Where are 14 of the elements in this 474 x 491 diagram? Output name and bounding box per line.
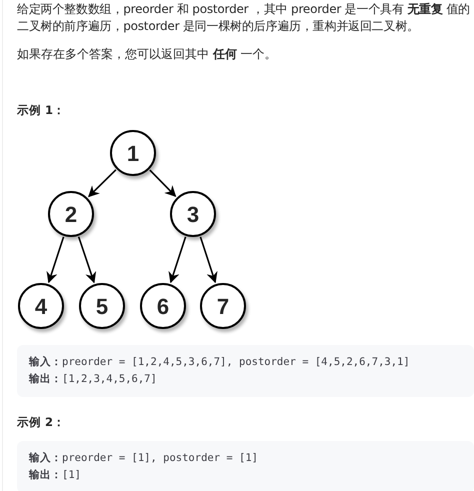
- output-line: 输出：[1]: [29, 468, 82, 483]
- arrow: [78, 236, 96, 284]
- section-heading: 示例 1：: [17, 102, 66, 119]
- arrow: [149, 170, 176, 197]
- paragraph: 如果存在多个答案，您可以返回其中 任何 一个。: [17, 46, 278, 63]
- input-line: 输入：preorder = [1,2,4,5,3,6,7], postorder = [4,5,2,6,7,3,1]: [29, 355, 411, 370]
- output-line: 输出：[1,2,3,4,5,6,7]: [29, 372, 158, 387]
- input-line: 输入：preorder = [1], postorder = [1]: [29, 451, 259, 466]
- arrow: [46, 236, 64, 284]
- arrow: [88, 169, 116, 198]
- arrow: [200, 236, 218, 284]
- arrow: [168, 236, 186, 284]
- paragraph: 给定两个整数数组，preorder 和 postorder ，其中 preorder 是一个具有 无重复 值的二叉树的前序遍历，postorder 是同一棵树的后序遍历，重构并返回二叉树。: [17, 1, 471, 35]
- section-heading: 示例 2：: [17, 414, 66, 431]
